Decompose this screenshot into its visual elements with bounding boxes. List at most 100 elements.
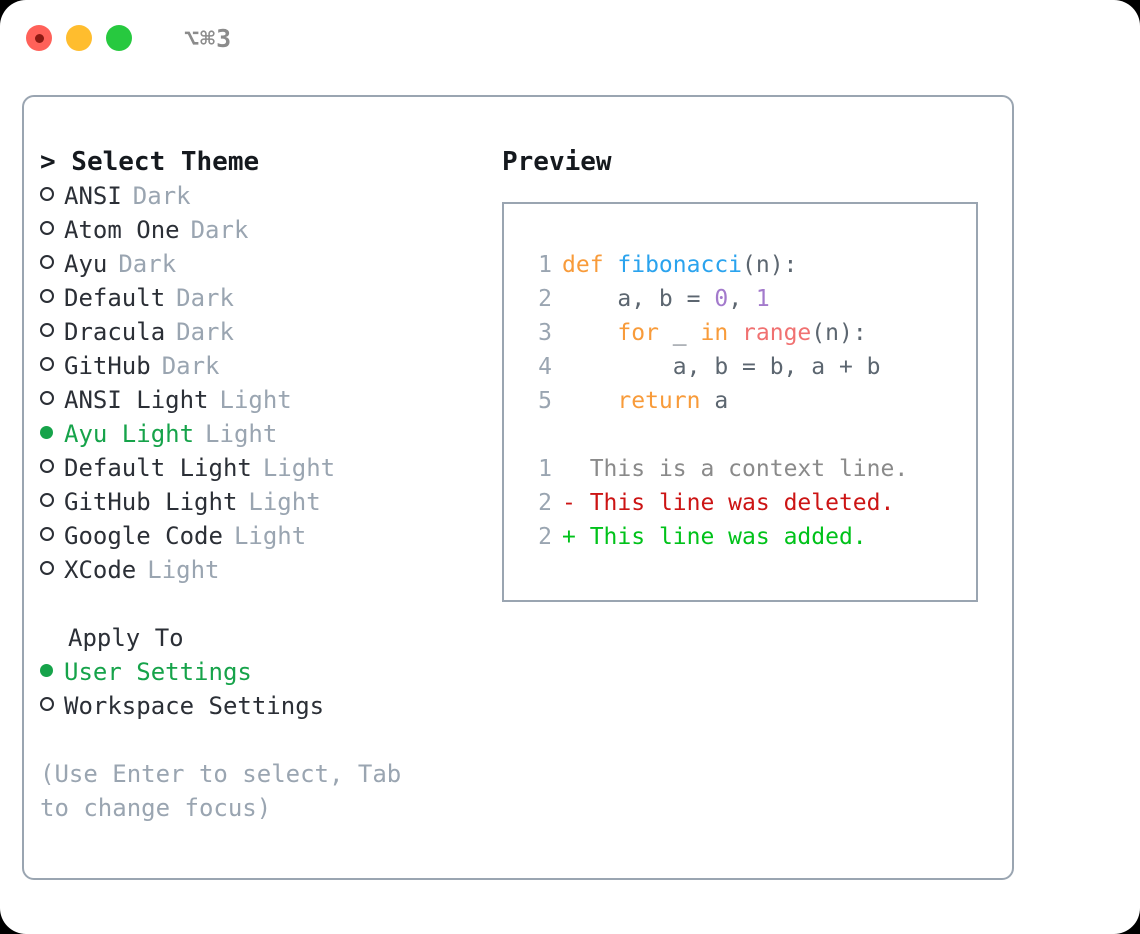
apply-to-heading: Apply To (68, 624, 184, 652)
theme-variant-tag: Dark (176, 284, 234, 312)
theme-option-label: Default Light (64, 454, 252, 482)
code-token: 0 (714, 286, 729, 312)
radio-unselected-icon (40, 314, 64, 348)
minimize-button[interactable] (66, 25, 92, 51)
spacer (40, 587, 480, 621)
theme-variant-tag: Dark (190, 216, 249, 244)
code-token: def (562, 252, 618, 278)
code-line: 4 a, b = b, a + b (522, 350, 976, 384)
theme-variant-tag: Light (233, 522, 307, 550)
radio-dot (40, 663, 53, 677)
theme-variant-tag: Light (219, 386, 292, 414)
radio-unselected-icon (40, 212, 64, 246)
radio-unselected-icon (40, 484, 64, 518)
radio-unselected-icon (40, 382, 64, 416)
keyboard-shortcut-label: ⌥⌘3 (184, 23, 233, 53)
radio-unselected-icon (40, 246, 64, 280)
radio-unselected-icon (40, 348, 64, 382)
line-number: 1 (538, 252, 552, 278)
code-token: fibonacci (617, 252, 743, 278)
theme-option-label: GitHub Light (64, 488, 238, 516)
line-number: 2 (538, 490, 552, 516)
theme-variant-tag: Light (248, 488, 321, 516)
title-bar: ⌥⌘3 (0, 0, 1140, 76)
code-token: a, b = b, a + b (562, 354, 881, 380)
apply-to-option-label: Workspace Settings (64, 692, 325, 720)
diff-marker: + (562, 524, 590, 550)
theme-option-label: ANSI (64, 182, 122, 210)
theme-variant-tag: Light (262, 454, 336, 482)
code-line: 1 def fibonacci(n): (522, 248, 976, 282)
apply-to-option-row[interactable]: User Settings (40, 655, 480, 689)
radio-unselected-icon (40, 450, 64, 484)
theme-option-row[interactable]: Default Light Light (40, 451, 480, 485)
theme-option-row[interactable]: GitHub Light Light (40, 485, 480, 519)
radio-dot (40, 187, 54, 201)
theme-variant-tag: Dark (132, 182, 191, 210)
spacer (522, 418, 976, 452)
diff-sample: 1 This is a context line.2- This line wa… (522, 452, 976, 554)
code-token: 1 (755, 286, 770, 312)
radio-dot (40, 459, 54, 473)
diff-line: 1 This is a context line. (522, 452, 976, 486)
code-token (562, 320, 617, 346)
diff-text: This line was added. (589, 524, 867, 550)
preview-panel: Preview 1 def fibonacci(n): 2 a, b = 0, 1 3… (502, 145, 992, 602)
radio-dot (40, 323, 54, 337)
apply-to-option-label: User Settings (64, 658, 252, 686)
radio-dot (40, 561, 54, 575)
diff-line: 2- This line was deleted. (522, 486, 976, 520)
zoom-button[interactable] (106, 25, 132, 51)
close-button[interactable] (26, 25, 52, 51)
theme-variant-tag: Light (205, 420, 278, 448)
theme-option-row[interactable]: Google Code Light (40, 519, 480, 553)
code-token: (n): (742, 252, 798, 278)
theme-option-label: GitHub (64, 352, 151, 380)
radio-unselected-icon (40, 688, 64, 722)
line-number: 5 (538, 388, 552, 414)
radio-dot (40, 527, 54, 541)
radio-dot (40, 221, 54, 235)
code-line: 2 a, b = 0, 1 (522, 282, 976, 316)
code-token (562, 388, 617, 414)
radio-selected-icon (40, 654, 64, 688)
code-token: range (742, 320, 812, 346)
line-number: 3 (538, 320, 552, 346)
select-theme-heading: > Select Theme (40, 147, 260, 177)
line-number: 4 (538, 354, 552, 380)
theme-variant-tag: Dark (118, 250, 177, 278)
radio-dot (40, 255, 54, 269)
code-token: a, b = (562, 286, 715, 312)
keyboard-hint-text: (Use Enter to select, Tab to change focu… (40, 760, 402, 822)
theme-option-row[interactable]: ANSI Dark (40, 179, 480, 213)
radio-dot (40, 289, 54, 303)
window-controls (26, 25, 132, 51)
theme-option-row[interactable]: Ayu Light Light (40, 417, 480, 451)
theme-option-label: XCode (64, 556, 137, 584)
radio-dot (40, 697, 54, 711)
code-token: , (728, 286, 756, 312)
theme-option-label: Ayu Light (64, 420, 195, 448)
diff-marker (562, 456, 590, 482)
code-token: in (700, 320, 729, 346)
apply-to-option-row[interactable]: Workspace Settings (40, 689, 480, 723)
line-number: 2 (538, 524, 552, 550)
preview-heading: Preview (502, 147, 612, 177)
radio-unselected-icon (40, 552, 64, 586)
radio-dot (40, 425, 53, 439)
radio-unselected-icon (40, 280, 64, 314)
diff-line: 2 + This line was added. (522, 520, 976, 554)
radio-dot (40, 357, 54, 371)
theme-option-label: Google Code (64, 522, 223, 550)
